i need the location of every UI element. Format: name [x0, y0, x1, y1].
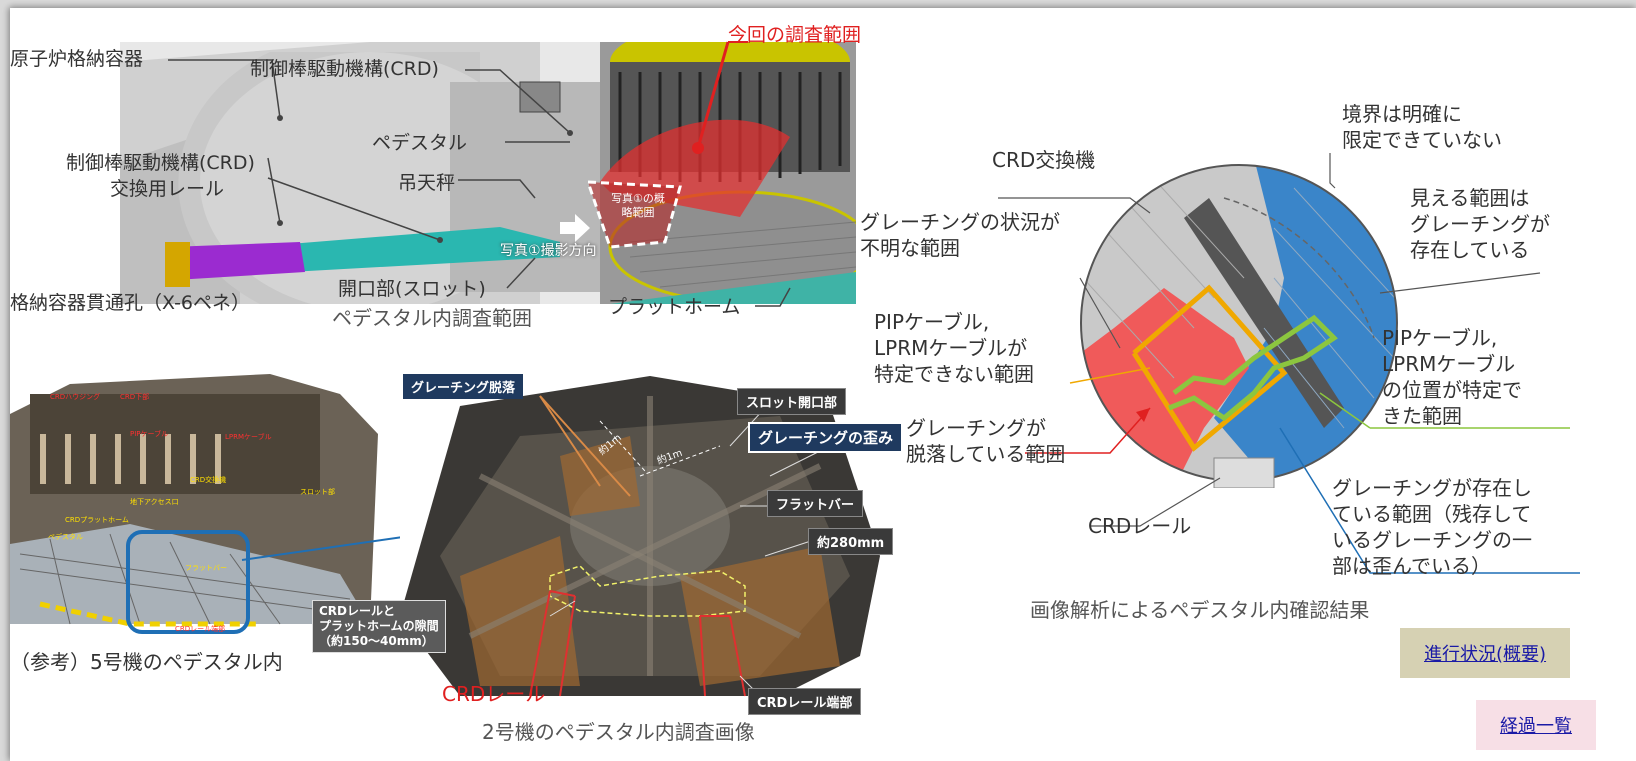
svg-text:地下アクセス口: 地下アクセス口 — [130, 497, 179, 506]
label-exists-line3: いるグレーチングの一 — [1332, 528, 1532, 552]
label-platform: プラットホーム — [608, 296, 741, 318]
label-flat-bar: フラットバー — [767, 490, 864, 517]
label-photo-scope: 写真①の概略範囲 — [611, 192, 665, 219]
caption-pedestal-scope: ペデスタル内調査範囲 — [332, 306, 532, 330]
label-exists-line2: ている範囲（残存して — [1332, 502, 1532, 526]
label-pip-unknown-line3: 特定できない範囲 — [874, 362, 1034, 386]
caption-unit5-reference: （参考）5号機のペデスタル内 — [10, 650, 283, 674]
svg-text:CRDハウジング: CRDハウジング — [50, 392, 100, 401]
gap-line2: プラットホームの隙間 — [319, 619, 439, 633]
svg-text:CRDプラットホーム: CRDプラットホーム — [65, 516, 129, 524]
unit2-survey-photo — [400, 376, 886, 706]
label-exists-line1: グレーチングが存在し — [1332, 476, 1532, 500]
survey-scope-pointer — [692, 41, 748, 154]
svg-text:LPRMケーブル: LPRMケーブル — [225, 432, 272, 441]
label-grating-fallen: グレーチング脱落 — [403, 374, 524, 399]
label-pip-known-line2: LPRMケーブル — [1382, 352, 1516, 376]
label-pip-known-line4: きた範囲 — [1382, 404, 1462, 428]
label-pip-known-line1: PIPケーブル, — [1382, 326, 1498, 350]
label-unknown-line1: グレーチングの状況が — [860, 210, 1060, 234]
label-crd-rail-end: CRDレール端部 — [748, 688, 862, 715]
svg-text:スロット部: スロット部 — [300, 487, 335, 496]
label-approx-280mm: 約280mm — [808, 528, 894, 555]
svg-text:CRD下部: CRD下部 — [120, 392, 149, 401]
label-fallen-line1: グレーチングが — [906, 416, 1046, 440]
label-crd-rail-line2: 交換用レール — [110, 178, 225, 200]
slide-page: 原子炉格納容器 制御棒駆動機構(CRD) ペデスタル 制御棒駆動機構(CRD) … — [10, 8, 1636, 761]
label-photo-direction: 写真①撮影方向 — [500, 243, 597, 259]
label-visible-line3: 存在している — [1410, 238, 1530, 262]
reference-connector-arrow — [241, 534, 411, 561]
label-slot: 開口部(スロット) — [338, 278, 486, 300]
svg-text:PIPケーブル: PIPケーブル — [130, 429, 168, 438]
label-visible-line2: グレーチングが — [1410, 212, 1550, 236]
label-pip-unknown-line1: PIPケーブル, — [874, 310, 990, 334]
svg-text:CRDレール端部: CRDレール端部 — [175, 624, 225, 633]
label-pip-known-line3: の位置が特定で — [1382, 378, 1522, 402]
gap-line1: CRDレールと — [319, 604, 396, 618]
caption-analysis-result: 画像解析によるペデスタル内確認結果 — [1030, 598, 1370, 622]
gap-line3: （約150～40mm） — [319, 634, 434, 648]
label-survey-scope: 今回の調査範囲 — [728, 24, 862, 46]
label-boundary-line2: 限定できていない — [1342, 128, 1502, 152]
history-list-link[interactable]: 経過一覧 — [1476, 700, 1596, 750]
analysis-result-diagram — [1080, 164, 1398, 488]
caption-unit2-survey: 2号機のペデスタル内調査画像 — [482, 720, 755, 744]
progress-overview-link[interactable]: 進行状況(概要) — [1400, 628, 1571, 678]
label-visible-line1: 見える範囲は — [1410, 186, 1530, 210]
label-penetration: 格納容器貫通孔（X-6ペネ） — [10, 292, 251, 314]
label-crd-rail-analysis: CRDレール — [1088, 514, 1192, 538]
label-slot-opening: スロット開口部 — [737, 388, 847, 415]
label-boundary-line1: 境界は明確に — [1342, 102, 1462, 126]
analysis-leader-lines — [998, 153, 1580, 574]
label-grating-distortion: グレーチングの歪み — [748, 422, 904, 453]
svg-text:フラットバー: フラットバー — [185, 564, 227, 572]
label-rail-platform-gap: CRDレールと プラットホームの隙間 （約150～40mm） — [312, 600, 446, 653]
label-crd-rail-line1: 制御棒駆動機構(CRD) — [66, 152, 255, 174]
label-fallen-line2: 脱落している範囲 — [906, 442, 1066, 466]
unit5-reference-photo: CRDハウジング CRD下部 PIPケーブル LPRMケーブル CRD交換機地下アク… — [10, 374, 378, 636]
label-hoist: 吊天秤 — [398, 172, 456, 194]
label-crd-rail-photo: CRDレール — [442, 682, 546, 706]
svg-text:CRD交換機: CRD交換機 — [190, 475, 226, 484]
label-pip-unknown-line2: LPRMケーブルが — [874, 336, 1028, 360]
label-crd-exchanger: CRD交換機 — [992, 148, 1096, 172]
top-leader-lines — [168, 59, 791, 307]
label-containment-vessel: 原子炉格納容器 — [10, 48, 144, 70]
label-pedestal: ペデスタル — [372, 132, 468, 154]
label-crd: 制御棒駆動機構(CRD) — [250, 58, 439, 80]
label-unknown-line2: 不明な範囲 — [860, 236, 960, 260]
label-exists-line4: 部は歪んでいる） — [1332, 554, 1491, 578]
svg-text:ペデスタル: ペデスタル — [48, 532, 83, 541]
